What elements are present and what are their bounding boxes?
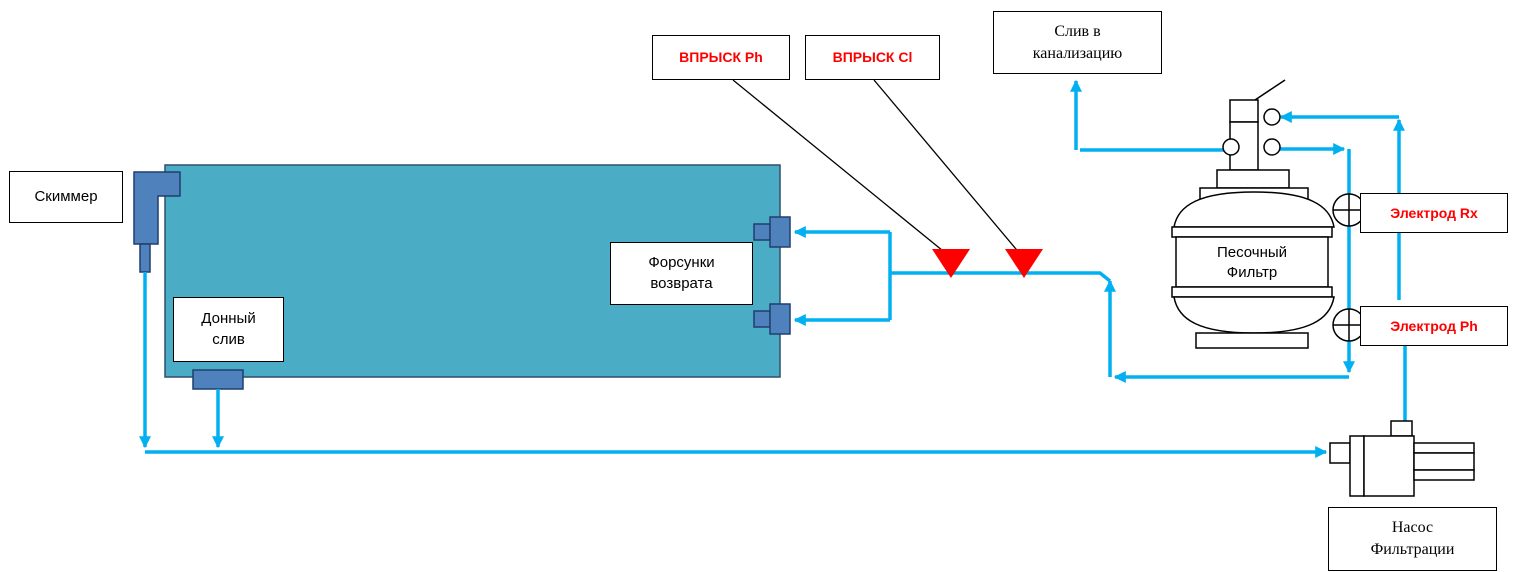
bottom-drain-fitting [192, 369, 244, 390]
injection-point-ph [932, 249, 970, 278]
sand-filter-label-text: Песочный Фильтр [1216, 243, 1288, 281]
return-nozzle-fittings [753, 216, 791, 335]
electrode-rx-sensor [1332, 193, 1366, 227]
drain-to-sewer-label: Слив в канализацию [993, 11, 1162, 74]
sand-filter-tank [1171, 79, 1335, 349]
electrode-ph-label-text: Электрод Ph [1390, 317, 1478, 334]
skimmer-fitting [133, 171, 181, 273]
skimmer-label: Скиммер [9, 171, 123, 223]
electrode-rx-label-text: Электрод Rx [1390, 204, 1478, 221]
injection-ph-label: ВПРЫСК Ph [652, 35, 790, 80]
drain-to-sewer-label-text: Слив в канализацию [1032, 22, 1123, 62]
return-nozzles-label: Форсунки возврата [610, 242, 753, 305]
electrode-rx-label: Электрод Rx [1360, 193, 1508, 233]
skimmer-label-text: Скиммер [34, 187, 98, 205]
electrode-ph-sensor [1332, 308, 1366, 342]
filtration-pump-label: Насос Фильтрации [1328, 507, 1497, 571]
filtration-pump-label-text: Насос Фильтрации [1370, 519, 1455, 558]
injection-cl-label-text: ВПРЫСК Cl [832, 49, 913, 66]
injection-lines [732, 79, 1022, 256]
injection-point-cl [1005, 249, 1043, 278]
filtration-pump [1329, 420, 1475, 497]
bottom-drain-label-text: Донный слив [201, 310, 256, 348]
bottom-drain-label: Донный слив [173, 297, 284, 362]
sand-filter-label: Песочный Фильтр [1176, 241, 1328, 285]
return-nozzles-label-text: Форсунки возврата [648, 254, 715, 292]
injection-ph-label-text: ВПРЫСК Ph [679, 49, 763, 66]
electrode-ph-label: Электрод Ph [1360, 306, 1508, 346]
injection-cl-label: ВПРЫСК Cl [805, 35, 940, 80]
